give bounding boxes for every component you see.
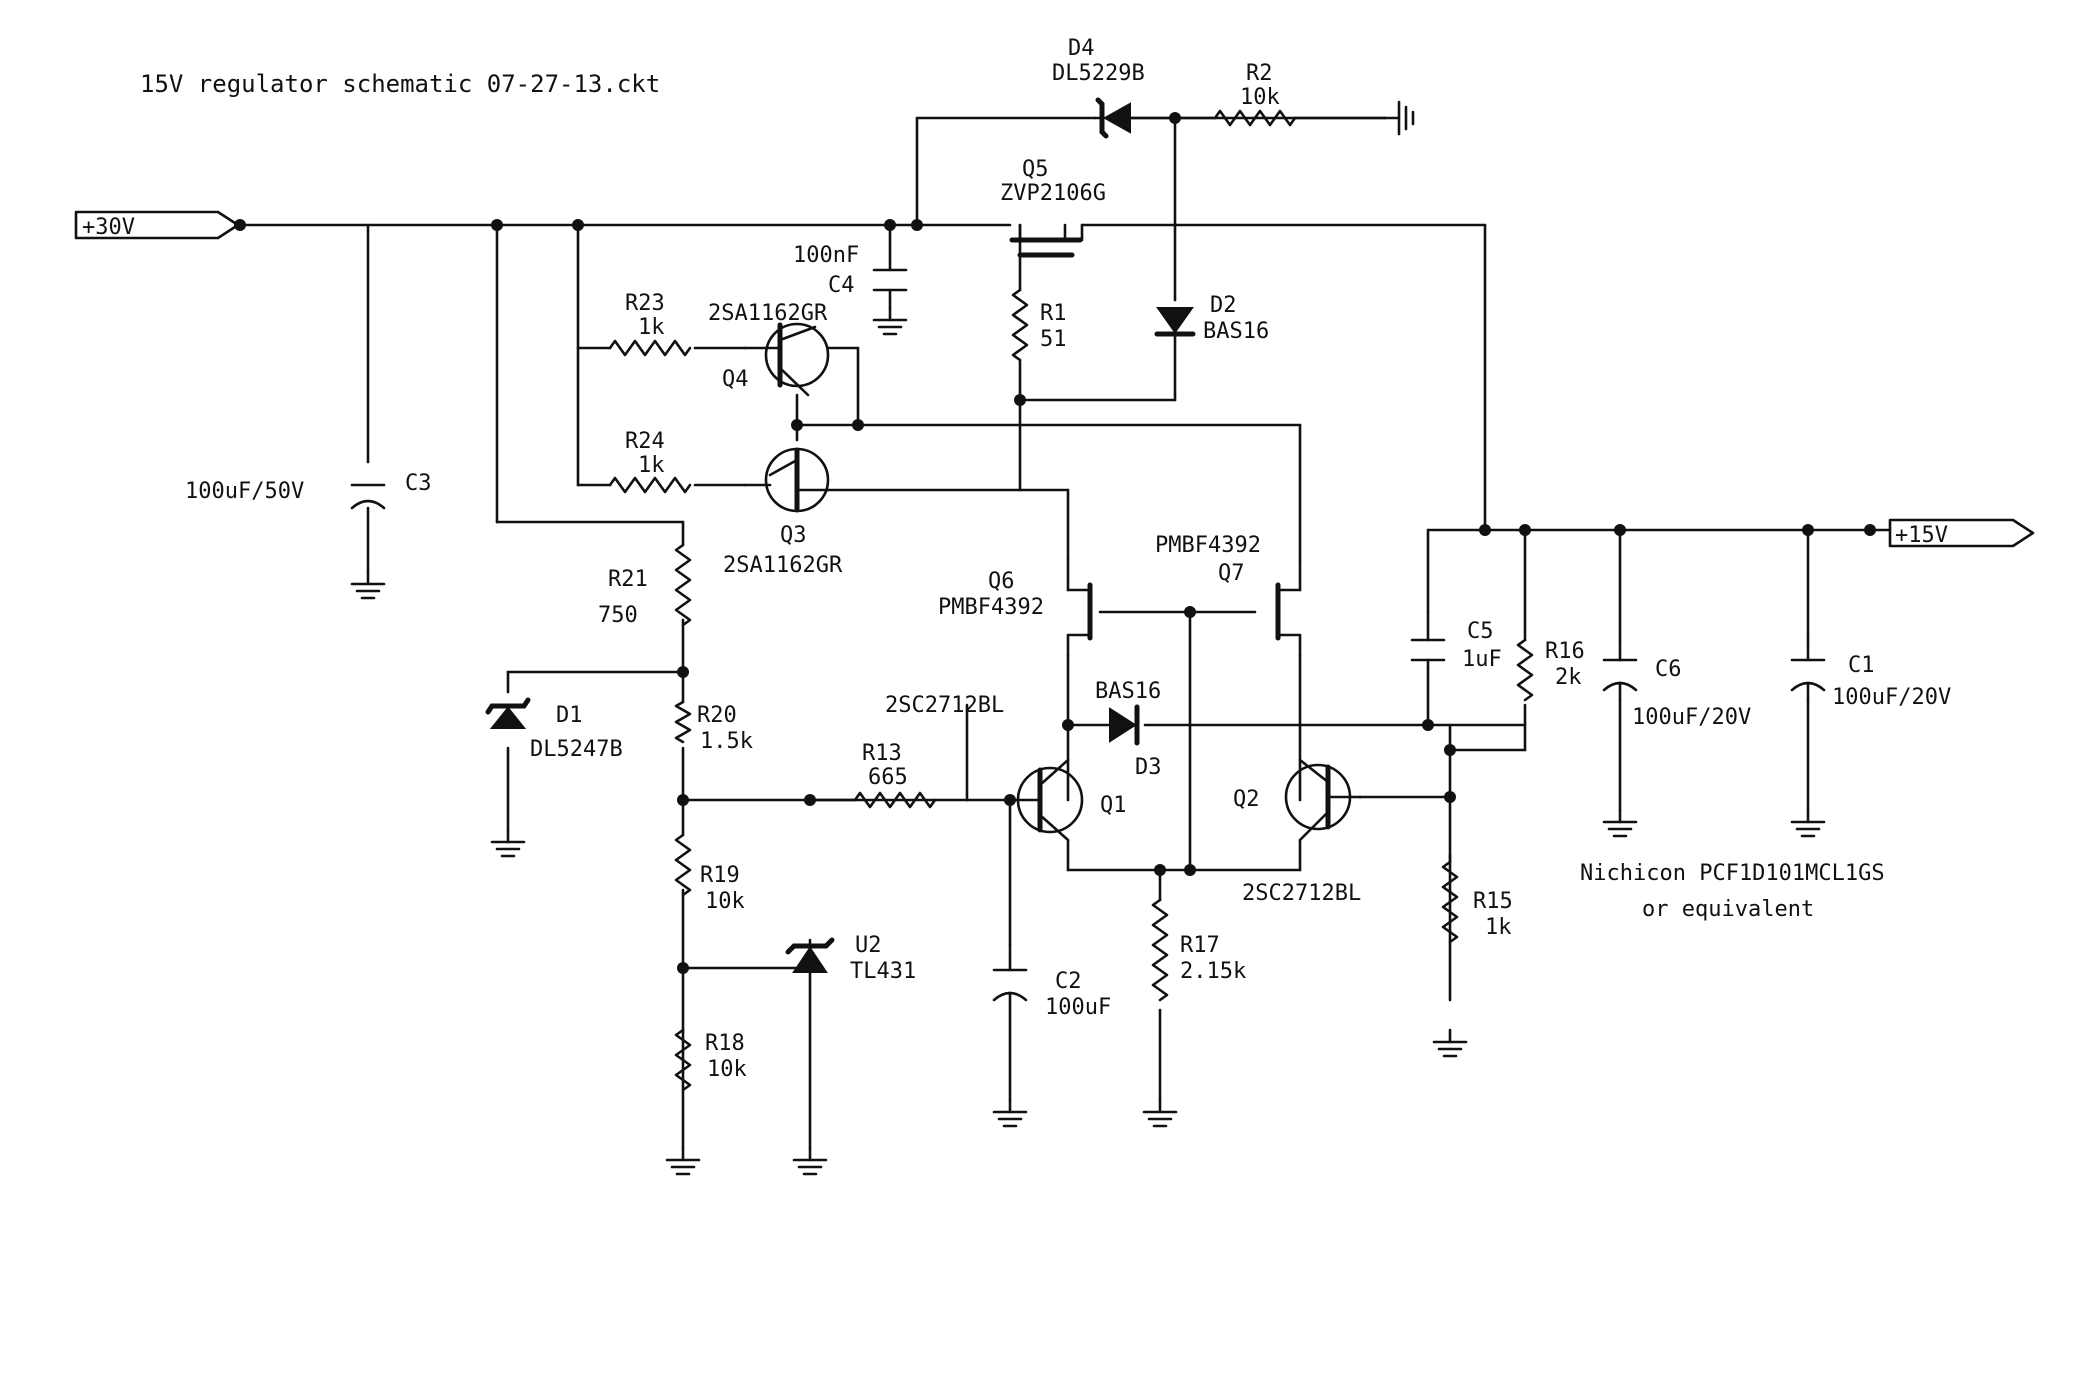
d2-part: BAS16 [1203, 319, 1269, 344]
r24-ref: R24 [625, 429, 665, 454]
q1-part: 2SC2712BL [885, 693, 1004, 718]
r15-ref: R15 [1473, 889, 1513, 914]
r15-value: 1k [1485, 915, 1512, 940]
ground-symbols [350, 100, 1826, 1176]
junction-dots [234, 112, 1876, 974]
diodes [485, 97, 1196, 973]
c2-ref: C2 [1055, 969, 1082, 994]
r23-value: 1k [638, 315, 665, 340]
r23-ref: R23 [625, 291, 665, 316]
r16-ref: R16 [1545, 639, 1585, 664]
q4-ref: Q4 [722, 367, 749, 392]
r20-ref: R20 [697, 703, 737, 728]
r2-ref: R2 [1246, 61, 1273, 86]
q3-ref: Q3 [780, 523, 807, 548]
d2-ref: D2 [1210, 293, 1237, 318]
c1-ref: C1 [1848, 653, 1875, 678]
svg-text:+15V: +15V [1895, 523, 1948, 548]
r21-ref: R21 [608, 567, 648, 592]
c1-value: 100uF/20V [1832, 685, 1951, 710]
c6-ref: C6 [1655, 657, 1682, 682]
d4-part: DL5229B [1052, 61, 1145, 86]
r19-ref: R19 [700, 863, 740, 888]
d1-part: DL5247B [530, 737, 623, 762]
r24-value: 1k [638, 453, 665, 478]
q2-part: 2SC2712BL [1242, 881, 1361, 906]
r1-ref: R1 [1040, 301, 1067, 326]
note-line-2: or equivalent [1642, 897, 1814, 922]
q1-ref: Q1 [1100, 793, 1127, 818]
c3-ref: C3 [405, 471, 432, 496]
r13-value: 665 [868, 765, 908, 790]
r19-value: 10k [705, 889, 745, 914]
q2-ref: Q2 [1233, 787, 1260, 812]
u2-ref: U2 [855, 933, 882, 958]
d3-ref: D3 [1135, 755, 1162, 780]
input-port-30v: +30V [74, 210, 240, 240]
r16-value: 2k [1555, 665, 1582, 690]
q6-part: PMBF4392 [938, 595, 1044, 620]
capacitors [350, 268, 1826, 1102]
q7-ref: Q7 [1218, 561, 1245, 586]
q3-part: 2SA1162GR [723, 553, 843, 578]
r2-value: 10k [1240, 85, 1280, 110]
capacitor-note: Nichicon PCF1D101MCL1GS or equivalent [1580, 861, 1885, 922]
r17-value: 2.15k [1180, 959, 1246, 984]
d1-ref: D1 [556, 703, 583, 728]
r18-value: 10k [707, 1057, 747, 1082]
r21-value: 750 [598, 603, 638, 628]
note-line-1: Nichicon PCF1D101MCL1GS [1580, 861, 1885, 886]
q6-ref: Q6 [988, 569, 1015, 594]
d4-ref: D4 [1068, 36, 1095, 61]
c5-ref: C5 [1467, 619, 1494, 644]
c6-value: 100uF/20V [1632, 705, 1751, 730]
resistors [608, 109, 1534, 1092]
r13-ref: R13 [862, 741, 902, 766]
r1-value: 51 [1040, 327, 1067, 352]
q4-part: 2SA1162GR [708, 301, 828, 326]
q5-part: ZVP2106G [1000, 181, 1106, 206]
r18-ref: R18 [705, 1031, 745, 1056]
r17-ref: R17 [1180, 933, 1220, 958]
output-port-15v: +15V [1888, 518, 2035, 548]
c5-value: 1uF [1462, 647, 1502, 672]
d3-part: BAS16 [1095, 679, 1161, 704]
schematic-title: 15V regulator schematic 07-27-13.ckt [140, 70, 660, 98]
c2-value: 100uF [1045, 995, 1111, 1020]
c4-ref: C4 [828, 273, 855, 298]
component-labels: D4 DL5229B R2 10k Q5 ZVP2106G 100nF C4 R… [185, 36, 1951, 1082]
q5-ref: Q5 [1022, 157, 1049, 182]
q7-part: PMBF4392 [1155, 533, 1261, 558]
svg-text:+30V: +30V [82, 215, 135, 240]
u2-part: TL431 [850, 959, 916, 984]
c4-value: 100nF [793, 243, 859, 268]
r20-value: 1.5k [700, 729, 753, 754]
c3-value: 100uF/50V [185, 479, 304, 504]
transistors [743, 223, 1362, 842]
